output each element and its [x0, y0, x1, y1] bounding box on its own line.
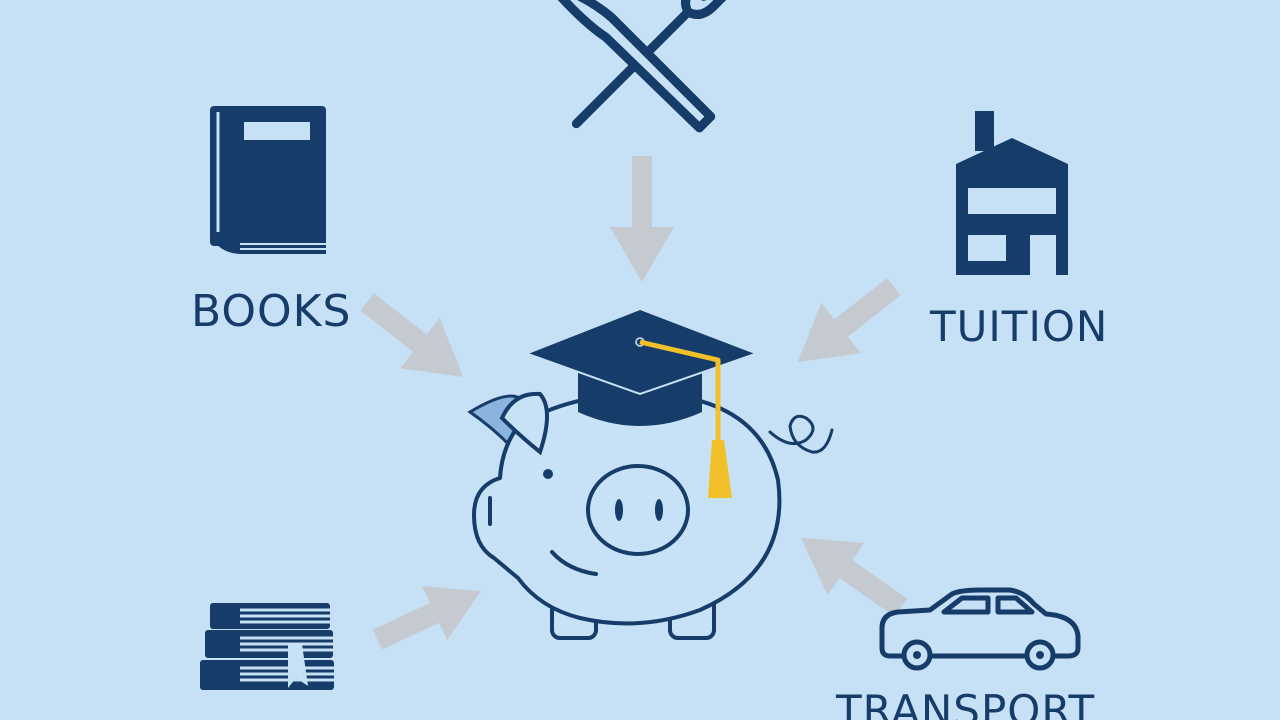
car-icon	[879, 587, 1081, 671]
house-icon	[956, 111, 1068, 275]
fork-and-knife-icon	[543, 0, 750, 133]
arrow-from-top-icon	[610, 156, 674, 282]
piggy-bank-with-graduation-cap-icon	[467, 310, 834, 640]
arrow-from-book-stack-icon	[372, 585, 481, 650]
book-icon	[210, 106, 326, 254]
knife-handle	[543, 0, 716, 133]
arrow-from-tuition-icon	[797, 278, 901, 362]
arrows	[360, 156, 908, 650]
books-label: BOOKS	[191, 286, 352, 337]
tuition-label: TUITION	[930, 302, 1109, 351]
transport-label: TRANSPORT	[836, 686, 1096, 720]
arrow-from-transport-icon	[800, 537, 908, 617]
book-stack-icon	[200, 603, 334, 690]
arrow-from-books-icon	[360, 293, 464, 377]
